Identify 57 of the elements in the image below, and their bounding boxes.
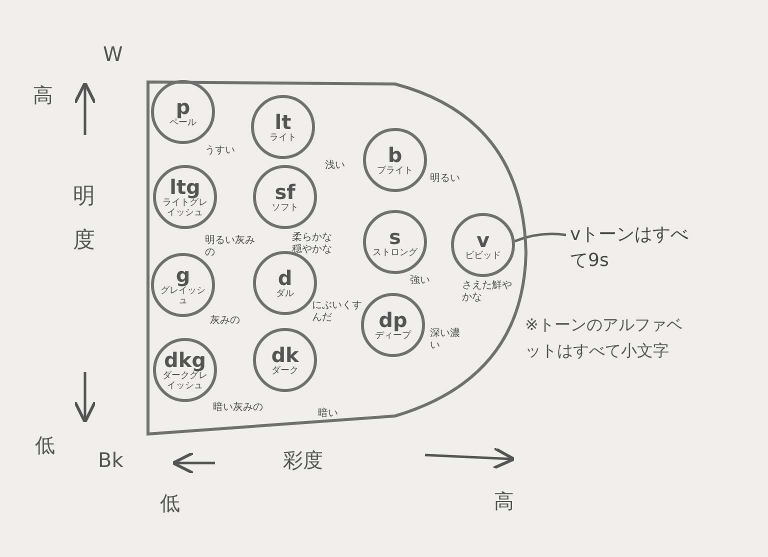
tone-description: うすい bbox=[205, 145, 236, 157]
tone-abbreviation: dkg bbox=[164, 349, 206, 371]
tone-abbreviation: v bbox=[476, 229, 490, 251]
tone-name: ブライト bbox=[376, 166, 414, 176]
tone-description: 深い濃い bbox=[430, 328, 460, 352]
tone-abbreviation: ltg bbox=[170, 176, 200, 198]
tone-abbreviation: dk bbox=[271, 344, 299, 366]
tone-description: 暗い bbox=[318, 408, 339, 420]
tone-circle bbox=[251, 95, 315, 159]
tone-description: 灰みの bbox=[210, 315, 241, 327]
tone-name: ストロング bbox=[372, 248, 418, 258]
tone-description: さえた鮮やかな bbox=[462, 280, 512, 304]
tone-circle bbox=[363, 210, 427, 274]
tone-name: ソフト bbox=[270, 203, 300, 213]
tone-name: ライトグレイッシュ bbox=[162, 198, 208, 218]
tone-description: 強い bbox=[410, 275, 431, 287]
axis-end-label: W bbox=[103, 42, 123, 66]
tone-description: 明るい bbox=[430, 173, 461, 185]
axis-value-label: 高 bbox=[33, 82, 53, 109]
tone-circle bbox=[451, 213, 515, 277]
axis-value-label: 高 bbox=[494, 488, 514, 515]
tone-circle bbox=[253, 165, 317, 229]
tone-abbreviation: dp bbox=[378, 309, 408, 331]
tone-name: ダル bbox=[275, 289, 295, 299]
axis-title: 明度 bbox=[73, 183, 96, 255]
tone-circle bbox=[151, 80, 215, 144]
tone-name: ダークグレイッシュ bbox=[162, 371, 208, 391]
tone-circle bbox=[363, 128, 427, 192]
tone-circle bbox=[153, 165, 217, 229]
tone-name: ライト bbox=[268, 133, 298, 143]
tone-abbreviation: lt bbox=[274, 111, 292, 133]
tone-name: ビビッド bbox=[464, 251, 502, 261]
tone-abbreviation: b bbox=[388, 144, 402, 166]
tone-name: ダーク bbox=[270, 366, 300, 376]
note-text: ※トーンのアルファベットはすべて小文字 bbox=[525, 314, 684, 362]
tone-description: 明るい灰みの bbox=[205, 235, 255, 259]
axis-end-label: Bk bbox=[98, 448, 124, 472]
tone-name: ペール bbox=[168, 118, 198, 128]
axis-title: 彩度 bbox=[283, 447, 323, 474]
tone-name: グレイッシュ bbox=[160, 286, 206, 306]
tone-abbreviation: g bbox=[176, 264, 190, 286]
axis-value-label: 低 bbox=[160, 490, 180, 517]
tone-description: にぶいくすんだ bbox=[312, 300, 362, 324]
axis-value-label: 低 bbox=[35, 432, 55, 459]
tone-name: ディープ bbox=[374, 331, 412, 341]
tone-abbreviation: p bbox=[176, 96, 190, 118]
tone-abbreviation: sf bbox=[274, 181, 296, 203]
tone-circle bbox=[253, 328, 317, 392]
tone-description: 柔らかな穏やかな bbox=[292, 232, 333, 256]
tone-description: 浅い bbox=[325, 160, 346, 172]
note-text: vトーンはすべて9s bbox=[570, 224, 689, 271]
tone-circle bbox=[153, 338, 217, 402]
tone-abbreviation: d bbox=[278, 267, 292, 289]
leader-line bbox=[514, 232, 566, 242]
tone-description: 暗い灰みの bbox=[213, 402, 263, 414]
tone-circle bbox=[361, 293, 425, 357]
tone-abbreviation: s bbox=[389, 226, 401, 248]
